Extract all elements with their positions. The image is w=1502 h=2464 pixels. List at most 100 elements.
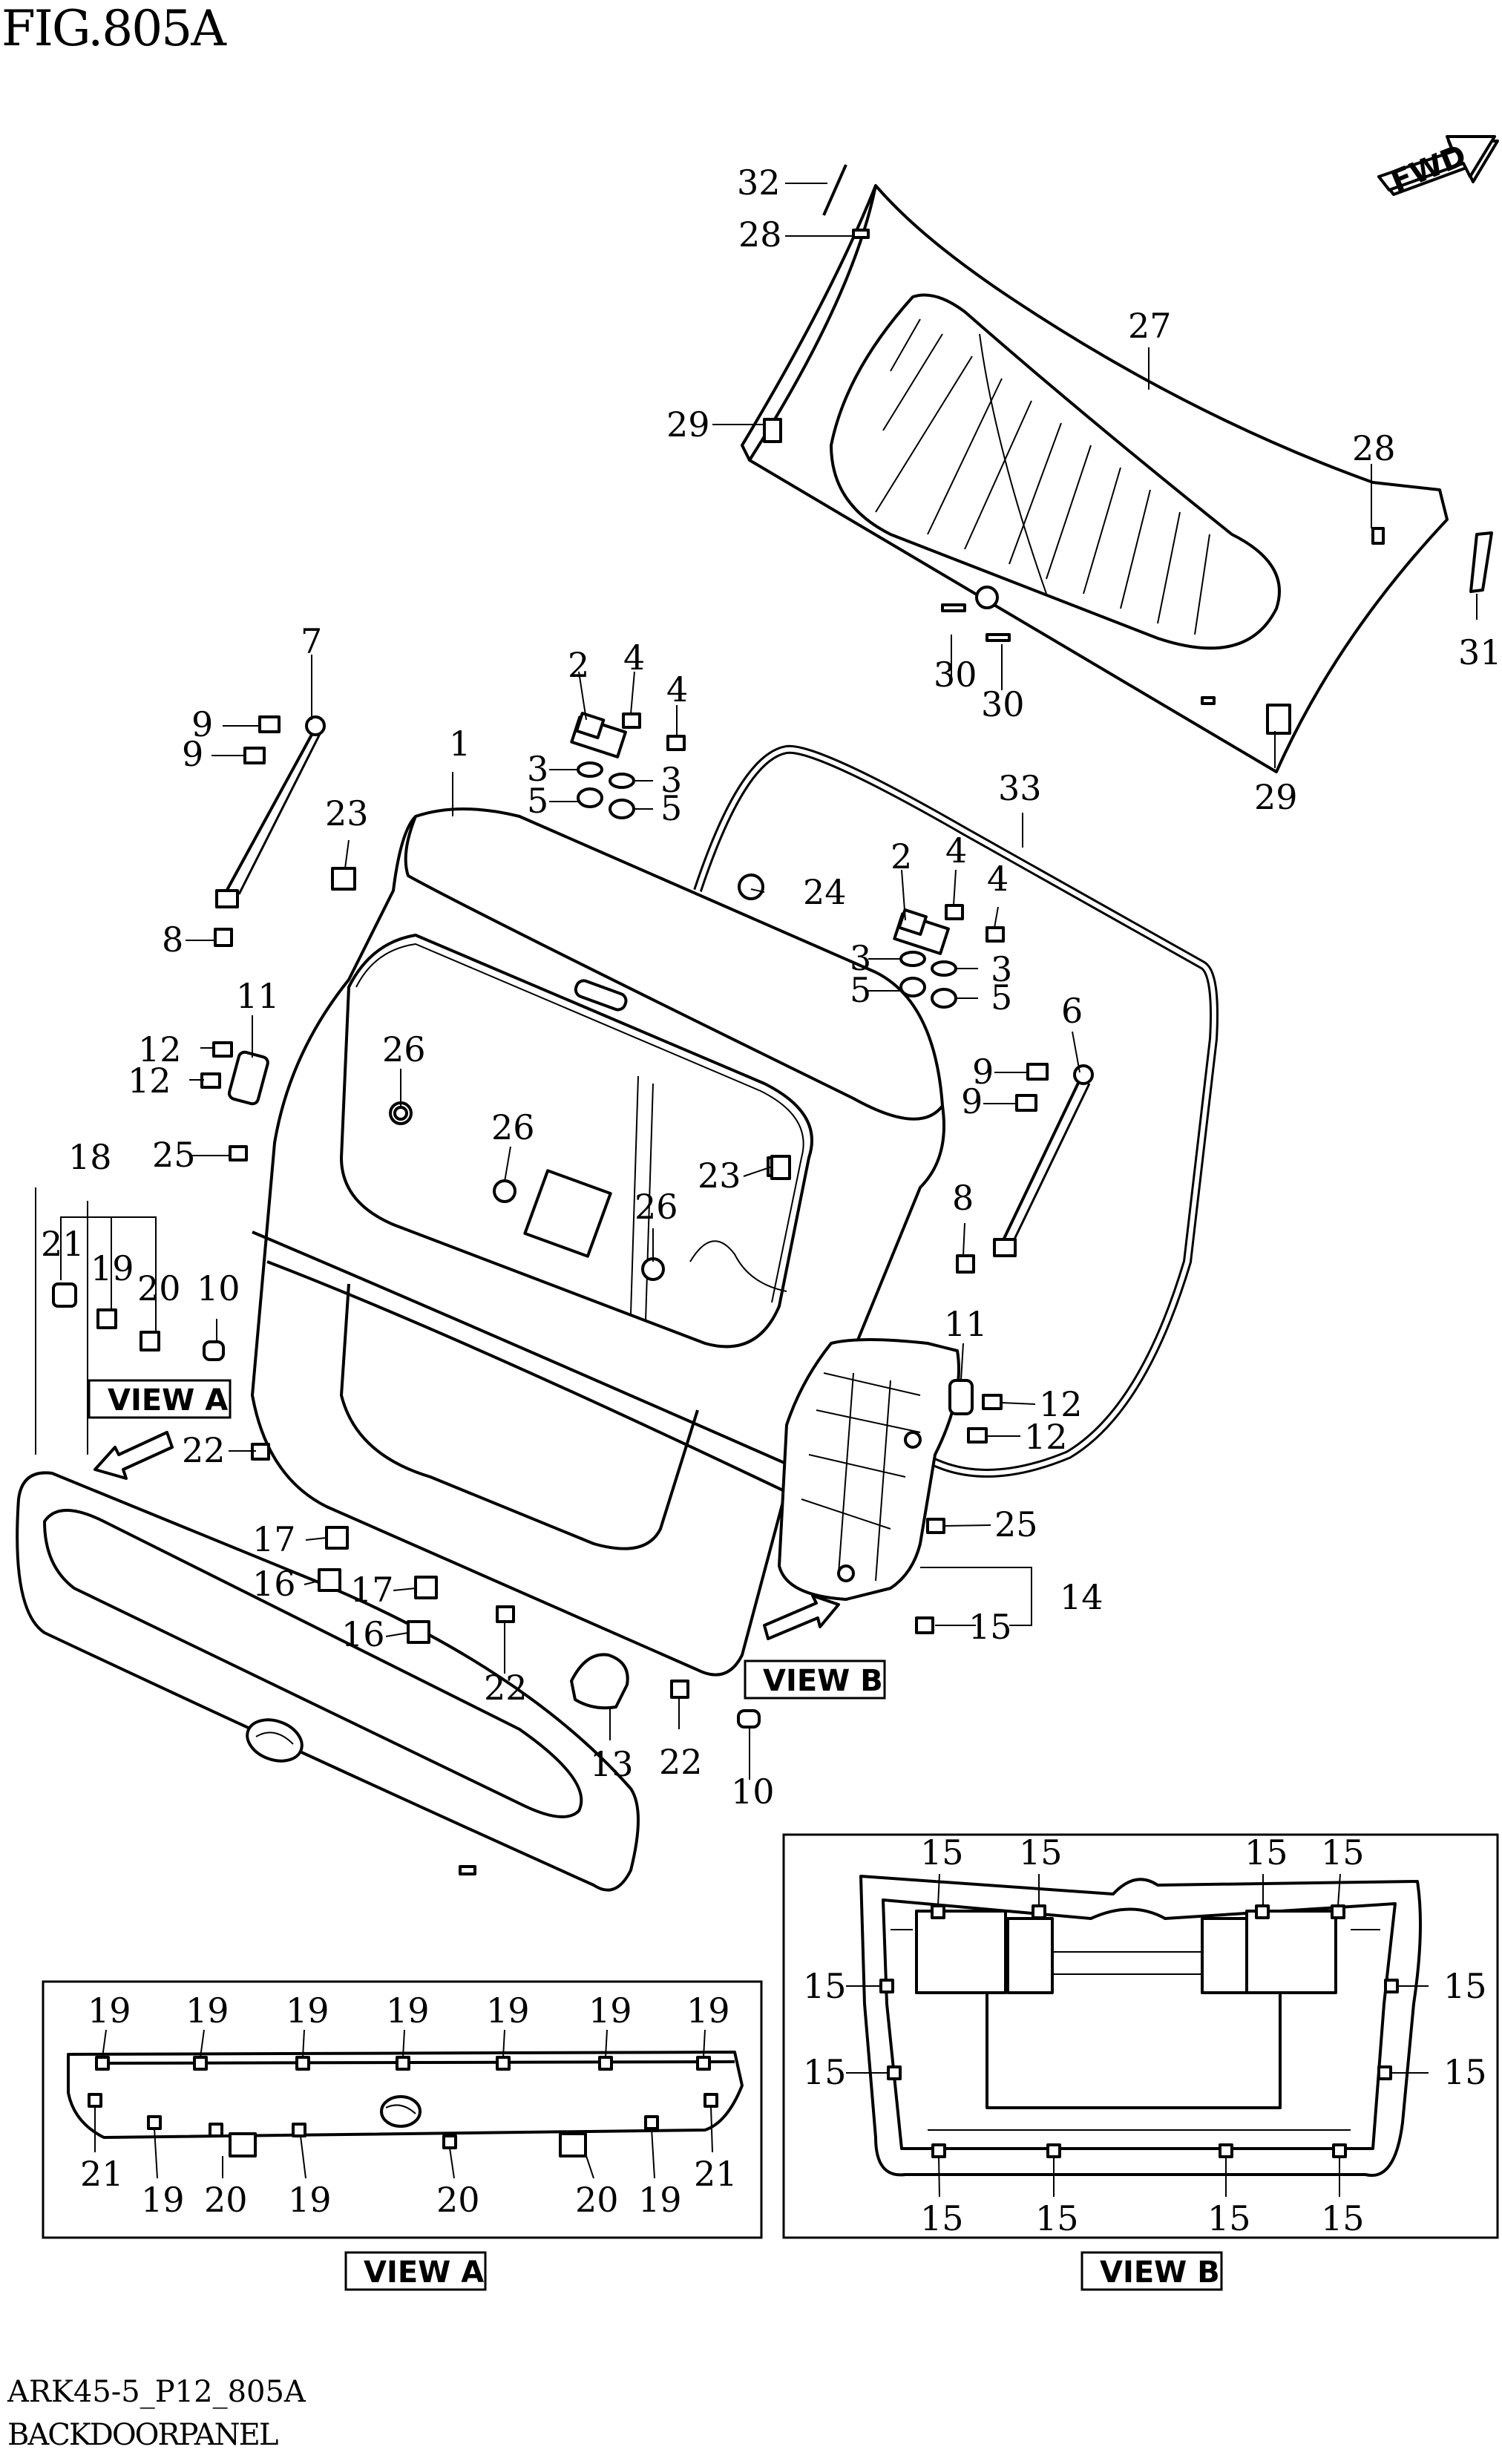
vb-callout-15-7: 15 — [803, 2052, 847, 2092]
callout-23b: 23 — [698, 1156, 741, 1196]
va-callout-20-2: 20 — [436, 2180, 480, 2220]
callout-25: 25 — [152, 1135, 196, 1175]
callout-29b: 29 — [1254, 777, 1298, 817]
leader-lines — [35, 183, 1478, 1780]
callout-21: 21 — [41, 1224, 85, 1264]
part-7-gas-strut — [215, 715, 326, 908]
part-2-hinge-2 — [893, 908, 950, 955]
callout-22: 22 — [182, 1430, 226, 1470]
view-a-clips — [88, 2056, 718, 2149]
callout-2b: 2 — [891, 836, 912, 877]
callout-4b: 4 — [666, 669, 688, 710]
callout-1: 1 — [449, 724, 470, 764]
va-callout-21-1: 21 — [80, 2154, 124, 2194]
callout-16: 16 — [252, 1564, 296, 1604]
callout-25b: 25 — [994, 1504, 1038, 1544]
callout-7: 7 — [301, 621, 322, 661]
callout-23: 23 — [325, 793, 369, 833]
view-b-arrow-icon — [763, 1594, 840, 1640]
va-callout-20-3: 20 — [575, 2180, 619, 2220]
callout-28: 28 — [738, 214, 782, 255]
fwd-text: FWD — [1386, 138, 1471, 199]
figure-name: BACKDOORPANEL — [7, 2418, 278, 2452]
callout-9: 9 — [191, 704, 213, 744]
view-a-inset — [42, 1980, 763, 2239]
figure-code: ARK45-5_P12_805A — [7, 2375, 306, 2409]
va-callout-19-4: 19 — [386, 1990, 430, 2031]
part-14-trim — [778, 1338, 960, 1601]
callout-8: 8 — [162, 920, 183, 960]
callout-4c: 4 — [945, 830, 967, 871]
view-a-callouts: 19 19 19 19 19 19 19 21 21 19 20 19 20 2… — [80, 1990, 738, 2220]
callout-12d: 12 — [1024, 1417, 1068, 1457]
callout-9c: 9 — [972, 1052, 994, 1092]
view-a-label-box: VIEW A — [344, 2251, 487, 2291]
callout-9b: 9 — [182, 734, 203, 774]
vb-callout-15-9: 15 — [920, 2198, 964, 2238]
callout-29: 29 — [666, 404, 710, 445]
callout-27: 27 — [1128, 306, 1172, 346]
back-door-panel — [251, 807, 945, 1677]
view-a-label: VIEW A — [364, 2255, 484, 2290]
vb-callout-15-11: 15 — [1207, 2198, 1251, 2238]
figure-title: FIG.805A — [1, 0, 226, 57]
va-callout-21-2: 21 — [694, 2154, 738, 2194]
callout-11b: 11 — [944, 1304, 988, 1344]
callout-11: 11 — [236, 976, 280, 1016]
callout-6: 6 — [1061, 991, 1083, 1031]
callout-3: 3 — [527, 749, 548, 789]
callout-5b: 5 — [660, 788, 682, 828]
view-a-main-label-box: VIEW A — [88, 1379, 232, 1419]
back-door-glass — [741, 184, 1449, 773]
part-2-hinge — [570, 712, 627, 758]
callout-3b: 3 — [660, 760, 682, 800]
inset-leader-lines — [94, 1873, 1429, 2198]
callout-31: 31 — [1458, 632, 1502, 672]
callout-12b: 12 — [128, 1061, 171, 1101]
view-b-main-label-box: VIEW B — [744, 1659, 886, 1700]
vb-callout-15-1: 15 — [920, 1832, 964, 1872]
callout-22b: 22 — [484, 1668, 528, 1708]
callout-12c: 12 — [1039, 1384, 1083, 1424]
part-6-gas-strut — [993, 1064, 1094, 1257]
callout-16b: 16 — [341, 1614, 385, 1654]
callout-17b: 17 — [350, 1570, 394, 1610]
callout-22c: 22 — [659, 1742, 703, 1782]
vb-callout-15-4: 15 — [1321, 1832, 1365, 1872]
callout-4d: 4 — [987, 859, 1009, 899]
callout-30b: 30 — [981, 684, 1025, 724]
view-b-clips — [879, 1904, 1399, 2158]
va-callout-19-3: 19 — [286, 1990, 329, 2031]
callout-9d: 9 — [961, 1081, 983, 1121]
vb-callout-15-2: 15 — [1019, 1832, 1063, 1872]
part-29-spacer-2 — [1266, 704, 1291, 735]
part-29-spacer — [763, 418, 782, 443]
callout-15: 15 — [968, 1607, 1012, 1647]
callout-10: 10 — [197, 1268, 240, 1308]
callout-5d: 5 — [991, 977, 1012, 1018]
va-callout-19-8: 19 — [141, 2180, 185, 2220]
callout-4: 4 — [623, 638, 645, 678]
va-callout-19-2: 19 — [186, 1990, 229, 2031]
callout-26c: 26 — [634, 1187, 678, 1227]
callout-numbers: 1 2 2 3 3 3 3 4 4 4 4 5 5 5 5 6 7 8 8 9 … — [41, 163, 1502, 1812]
callout-18: 18 — [68, 1137, 112, 1177]
callout-26b: 26 — [491, 1107, 535, 1147]
callout-5c: 5 — [850, 970, 871, 1010]
va-callout-19-6: 19 — [588, 1990, 632, 2031]
callout-30: 30 — [934, 655, 977, 695]
callout-32: 32 — [737, 163, 781, 203]
callout-2: 2 — [568, 645, 589, 685]
va-callout-19-1: 19 — [88, 1990, 131, 2031]
view-b-inset — [782, 1833, 1499, 2239]
callout-10b: 10 — [731, 1772, 775, 1812]
vb-callout-15-5: 15 — [803, 1966, 847, 2006]
va-callout-19-9: 19 — [288, 2180, 332, 2220]
vb-callout-15-10: 15 — [1035, 2198, 1079, 2238]
view-b-label-box: VIEW B — [1080, 2251, 1223, 2291]
callout-28b: 28 — [1352, 428, 1396, 468]
callout-3c: 3 — [850, 938, 871, 978]
va-callout-19-5: 19 — [486, 1990, 530, 2031]
view-b-label: VIEW B — [1100, 2255, 1220, 2290]
